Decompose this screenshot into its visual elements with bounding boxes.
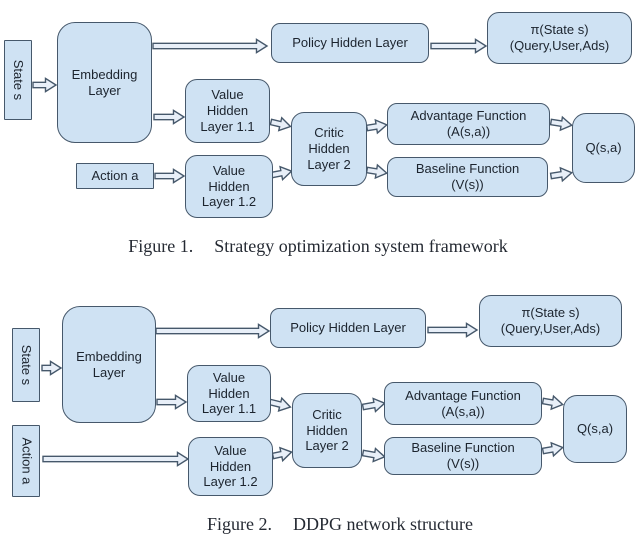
fig1-arrow-embedding-to-value11 [153, 109, 186, 125]
fig1-node-q-value-label: Q(s,a) [585, 140, 622, 156]
figure2-caption: Figure 2. DDPG network structure [20, 514, 640, 535]
fig2-arrow-policy-to-pi [427, 322, 479, 338]
fig1-arrow-embedding-to-policy [152, 38, 269, 54]
fig1-node-critic-hidden-layer-2: Critic Hidden Layer 2 [291, 112, 367, 186]
fig2-node-state-s-label: State s [18, 344, 34, 386]
figure2-caption-label: Figure 2. [207, 514, 273, 534]
fig1-node-advantage-function: Advantage Function (A(s,a)) [387, 103, 550, 145]
fig1-node-baseline-function-label: Baseline Function (V(s)) [415, 161, 520, 192]
fig1-node-advantage-function-label: Advantage Function (A(s,a)) [410, 108, 527, 139]
fig2-arrow-value12-to-critic [271, 446, 293, 463]
fig1-arrow-critic-to-baseline [365, 163, 389, 180]
fig1-node-policy-hidden-layer: Policy Hidden Layer [271, 23, 429, 63]
fig2-arrow-baseline-to-q [541, 441, 564, 458]
fig2-node-state-s: State s [12, 328, 40, 402]
figure1-caption: Figure 1. Strategy optimization system fr… [0, 236, 638, 257]
fig2-node-action-a-label: Action a [18, 437, 34, 485]
fig2-node-embedding-layer-label: Embedding Layer [76, 348, 142, 380]
fig1-node-value-hidden-layer-11-label: Value Hidden Layer 1.1 [200, 87, 255, 134]
fig1-node-value-hidden-layer-11: Value Hidden Layer 1.1 [185, 79, 270, 143]
fig1-node-pi-output: π(State s) (Query,User,Ads) [487, 12, 632, 64]
fig1-arrow-advantage-to-q [549, 115, 574, 132]
fig2-node-pi-output-label: π(State s) (Query,User,Ads) [500, 305, 601, 336]
figure1-caption-label: Figure 1. [128, 236, 194, 256]
fig1-node-state-s: State s [4, 40, 32, 120]
fig1-node-action-a: Action a [76, 163, 154, 189]
figure1-caption-title: Strategy optimization system framework [214, 236, 508, 256]
fig1-node-embedding-layer: Embedding Layer [57, 22, 152, 143]
fig2-node-value-hidden-layer-11: Value Hidden Layer 1.1 [187, 365, 271, 422]
fig1-node-state-s-label: State s [10, 59, 26, 101]
fig1-node-pi-output-label: π(State s) (Query,User,Ads) [509, 22, 610, 53]
fig2-node-critic-hidden-layer-2-label: Critic Hidden Layer 2 [305, 406, 349, 454]
fig1-node-critic-hidden-layer-2-label: Critic Hidden Layer 2 [307, 125, 351, 172]
fig1-arrow-state-to-embedding [32, 77, 58, 93]
fig2-node-baseline-function-label: Baseline Function (V(s)) [411, 440, 515, 471]
figure2-caption-title: DDPG network structure [293, 514, 473, 534]
fig1-node-baseline-function: Baseline Function (V(s)) [387, 157, 548, 197]
fig2-arrow-state-to-embedding [41, 360, 63, 376]
fig2-node-baseline-function: Baseline Function (V(s)) [384, 437, 542, 475]
fig1-node-policy-hidden-layer-label: Policy Hidden Layer [292, 35, 408, 51]
fig2-node-critic-hidden-layer-2: Critic Hidden Layer 2 [292, 393, 362, 468]
fig2-arrow-critic-to-baseline [361, 447, 386, 463]
fig2-node-q-value-label: Q(s,a) [576, 421, 614, 437]
fig2-node-value-hidden-layer-12: Value Hidden Layer 1.2 [188, 437, 273, 496]
fig2-node-action-a: Action a [12, 425, 40, 497]
fig2-node-advantage-function-label: Advantage Function (A(s,a)) [405, 387, 521, 419]
fig1-node-value-hidden-layer-12-label: Value Hidden Layer 1.2 [201, 162, 257, 210]
fig1-arrow-critic-to-advantage [365, 118, 389, 135]
fig2-arrow-advantage-to-q [541, 394, 564, 411]
fig2-node-embedding-layer: Embedding Layer [62, 306, 156, 423]
fig2-node-value-hidden-layer-12-label: Value Hidden Layer 1.2 [203, 442, 258, 490]
fig1-arrow-value11-to-critic [269, 116, 292, 132]
fig1-arrow-value12-to-critic [270, 165, 293, 182]
fig1-arrow-action-to-value12 [154, 168, 186, 184]
fig1-node-embedding-layer-label: Embedding Layer [71, 66, 138, 98]
fig1-arrow-baseline-to-q [549, 166, 574, 183]
fig2-node-policy-hidden-layer: Policy Hidden Layer [270, 308, 426, 348]
fig2-node-q-value: Q(s,a) [563, 395, 627, 463]
fig1-node-value-hidden-layer-12: Value Hidden Layer 1.2 [185, 155, 273, 218]
fig2-arrow-embedding-to-policy [155, 323, 271, 339]
fig2-arrow-value11-to-critic [268, 396, 292, 413]
fig2-node-value-hidden-layer-11-label: Value Hidden Layer 1.1 [201, 369, 257, 417]
fig2-node-advantage-function: Advantage Function (A(s,a)) [384, 382, 542, 425]
fig1-node-q-value: Q(s,a) [572, 113, 635, 183]
fig2-arrow-embedding-to-value11 [156, 394, 188, 410]
fig2-node-pi-output: π(State s) (Query,User,Ads) [479, 295, 622, 347]
fig2-node-policy-hidden-layer-label: Policy Hidden Layer [290, 320, 406, 336]
fig2-arrow-action-to-value12 [42, 451, 190, 467]
fig1-node-action-a-label: Action a [91, 168, 139, 184]
fig1-arrow-policy-to-pi [430, 38, 488, 54]
fig2-arrow-critic-to-advantage [361, 397, 386, 413]
